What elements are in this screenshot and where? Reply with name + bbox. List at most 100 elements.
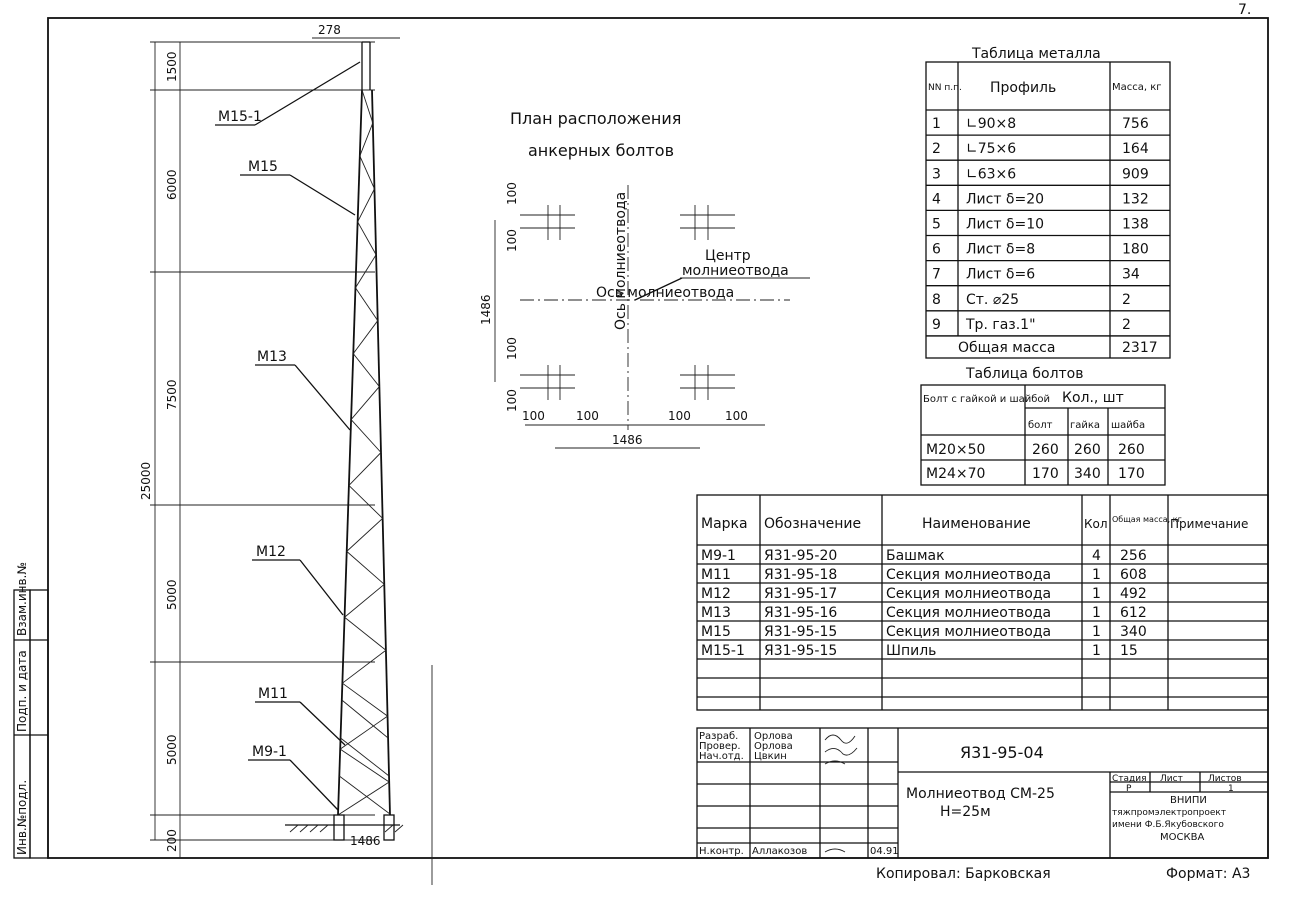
callout-m15: М15 [248,159,278,175]
plan-dim-100-f: 100 [576,409,599,423]
metal-cell: 132 [1122,191,1149,207]
metal-cell: ∟63×6 [966,166,1016,182]
spec-head-qty: Кол [1084,517,1108,531]
spec-cell: 1 [1092,605,1101,621]
tb-org-2: тяжпромэлектропроект [1112,808,1226,818]
tb-stage-value: Р [1126,784,1132,794]
bolt-r1-name: М20×50 [926,442,985,458]
spec-head-name: Наименование [922,516,1031,532]
bolt-sub-bolt: болт [1028,420,1053,431]
lattice-brace [342,649,387,684]
dim-segment-3: 7500 [165,379,179,410]
lattice-brace [342,682,388,717]
spec-cell: Секция молниеотвода [886,624,1051,640]
tb-org-3: имени Ф.Б.Якубовского [1112,820,1224,830]
plan-dim-100-c: 100 [505,337,519,360]
metal-table: Таблица металла NN п.п. Профиль Масса, к… [925,46,1171,359]
bolt-head2: Кол., шт [1062,390,1124,406]
stamp-label-sign: Подп. и дата [15,650,29,732]
lattice-brace [339,775,391,815]
callout-m13: М13 [257,349,287,365]
tb-role-2: Провер. [699,741,741,752]
plan-dim-100-e: 100 [522,409,545,423]
metal-cell: Лист δ=8 [966,242,1035,258]
tb-sheets-value: 1 [1228,784,1234,794]
tb-role-4: Н.контр. [699,846,744,857]
callout-m12: М12 [256,544,286,560]
sheet-number: 7. [1238,2,1251,18]
tb-role-1: Разраб. [699,731,738,742]
spec-cell: Секция молниеотвода [886,567,1051,583]
tb-name-1: Орлова [754,731,793,742]
tb-name-line1: Молниеотвод СМ-25 [906,786,1055,802]
plan-axis-h: Ось молниеотвода [596,285,734,301]
tb-name-line2: Н=25м [940,804,991,820]
plan-axis-v: Ось молниеотвода [613,192,629,330]
metal-cell: Лист δ=10 [966,217,1044,233]
lattice-brace [348,452,382,486]
tower-lattice [337,89,391,816]
lattice-brace [348,485,383,519]
lattice-brace [361,89,374,124]
spec-cell: Я31-95-15 [764,624,837,640]
bolt-r2-b: 170 [1032,466,1059,482]
metal-total-label: Общая масса [958,340,1055,356]
metal-cell: 2 [1122,292,1131,308]
spec-head-code: Обозначение [764,516,861,532]
lattice-brace [340,737,390,777]
tb-stage-label: Стадия [1112,774,1147,784]
metal-cell: 180 [1122,242,1149,258]
spec-cell: Секция молниеотвода [886,605,1051,621]
metal-total-value: 2317 [1122,340,1158,356]
plan-center-line2: молниеотвода [682,263,789,279]
footer-copied: Копировал: Барковская [876,866,1051,882]
metal-cell: 7 [932,267,941,283]
metal-cell: Тр. газ.1" [965,317,1036,333]
tb-sheet-label: Лист [1160,774,1183,784]
spec-head-mark: Марка [701,516,748,532]
metal-head-nn: NN п.п. [928,83,962,93]
lattice-brace [350,386,380,420]
dim-segment-4: 5000 [165,579,179,610]
spec-head-note: Примечание [1170,517,1248,531]
spec-cell: Шпиль [886,643,936,659]
tb-doc-code: Я31-95-04 [960,743,1044,762]
spec-cell: 4 [1092,548,1101,564]
plan-title-line1: План расположения [510,109,681,128]
tb-role-3: Нач.отд. [699,751,744,762]
plan-title-line2: анкерных болтов [528,141,674,160]
dim-segment-1: 1500 [165,51,179,82]
spec-cell: 15 [1120,643,1138,659]
plan-dim-100-b: 100 [505,229,519,252]
metal-cell: 2 [1122,317,1131,333]
spec-cell: 1 [1092,624,1101,640]
lattice-brace [357,221,377,255]
tb-name-2: Орлова [754,741,793,752]
spec-cell: Я31-95-15 [764,643,837,659]
signature-marks [824,734,858,853]
lattice-brace [355,287,379,321]
tb-sheets-label: Листов [1208,774,1242,784]
dim-segment-5: 5000 [165,734,179,765]
lattice-brace [357,188,375,223]
plan-dim-100-g: 100 [668,409,691,423]
base-width: 1486 [350,834,381,848]
spec-cell: 1 [1092,586,1101,602]
spec-cell: 608 [1120,567,1147,583]
bolt-table-title: Таблица болтов [965,366,1084,382]
spec-cell: 612 [1120,605,1147,621]
tb-org-4: МОСКВА [1160,832,1204,843]
bolt-r1-n: 260 [1074,442,1101,458]
metal-cell: Лист δ=20 [966,191,1044,207]
metal-cell: 1 [932,116,941,132]
tb-date: 04.91 [870,846,899,857]
spec-cell: Секция молниеотвода [886,586,1051,602]
lattice-brace [359,155,375,190]
left-margin-stamp: Инв.№подл. Подп. и дата Взам.инв.№ [13,562,49,859]
spec-cell: 1 [1092,567,1101,583]
plan-center-line1: Центр [705,248,751,264]
spec-cell: М15 [701,624,731,640]
lattice-brace [344,616,387,651]
metal-cell: 9 [932,317,941,333]
